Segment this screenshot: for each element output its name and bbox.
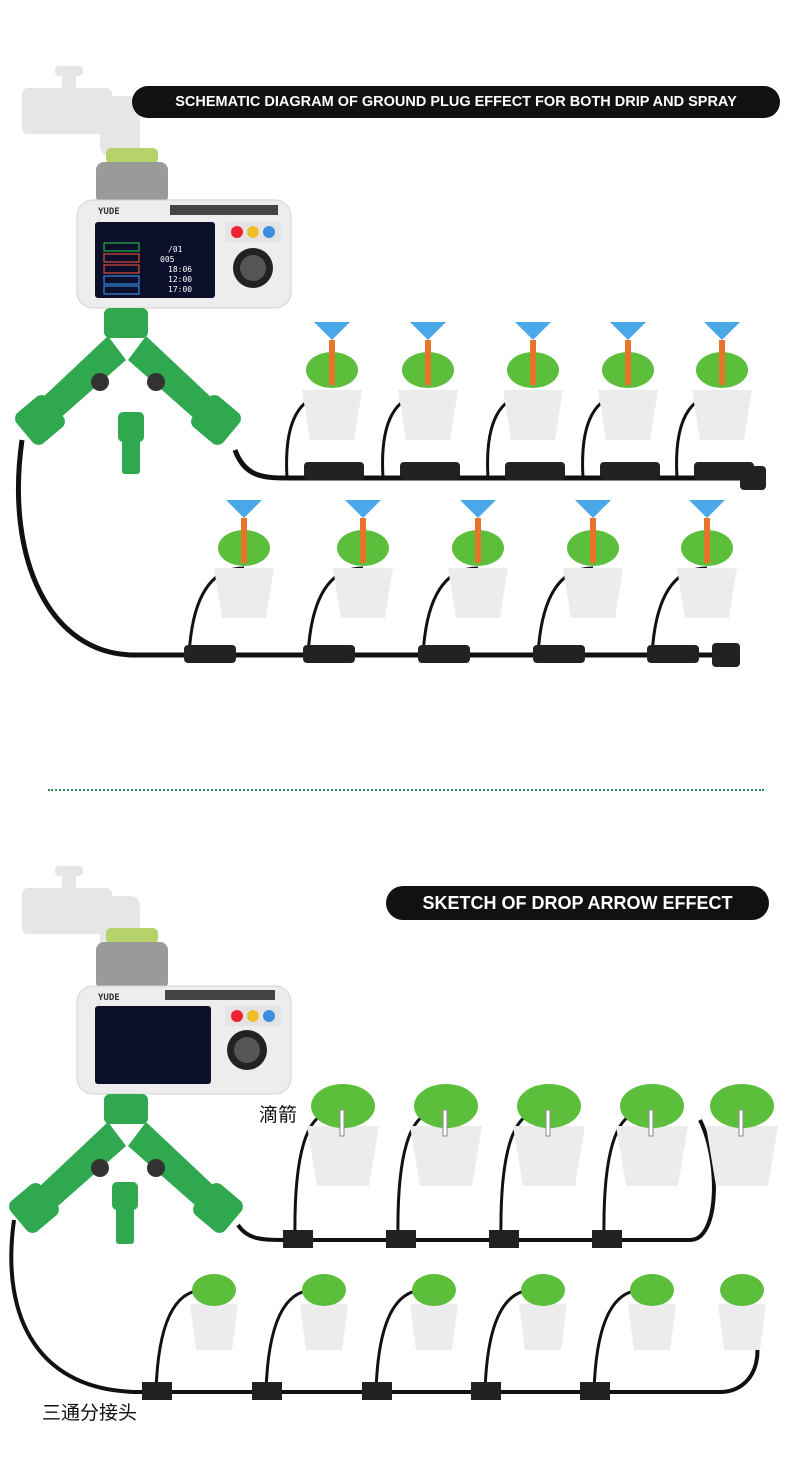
- diagram-title-drip: SKETCH OF DROP ARROW EFFECT: [386, 886, 769, 920]
- spray-drip-illustration: YUDE /01 005 18:06 12:00 17:00: [15, 66, 766, 667]
- drip-arrow-label: 滴箭: [259, 1104, 298, 1126]
- diagram-title-spray: SCHEMATIC DIAGRAM OF GROUND PLUG EFFECT …: [132, 86, 780, 118]
- screen-value-3: 18:06: [168, 265, 192, 274]
- timer-device: YUDE: [9, 928, 292, 1244]
- spray-drip-diagram: YUDE /01 005 18:06 12:00 17:00: [15, 66, 780, 667]
- upper-row-plants: [285, 322, 766, 490]
- hose-main-upper: [232, 449, 740, 481]
- lower-row-plants: [184, 500, 740, 667]
- tee-connector-label: 三通分接头: [42, 1402, 138, 1424]
- hose-main-lower: [9, 1219, 760, 1394]
- brand-logo: YUDE: [98, 207, 120, 217]
- screen-value-5: 17:00: [168, 285, 192, 294]
- faucet-icon: [22, 66, 140, 156]
- screen-value-1: /01: [168, 245, 183, 254]
- brand-logo: YUDE: [98, 993, 120, 1003]
- screen-lines: [103, 242, 140, 295]
- drip-arrow-illustration: YUDE: [9, 866, 778, 1400]
- lcd-screen: [95, 222, 215, 298]
- hose-main-lower: [16, 439, 735, 658]
- timer-device: YUDE /01 005 18:06 12:00 17:00: [15, 148, 292, 474]
- screen-value-4: 12:00: [168, 275, 192, 284]
- lcd-screen: [95, 1006, 211, 1084]
- lower-drip-plants: [142, 1274, 766, 1400]
- upper-drip-plants: [283, 1084, 778, 1248]
- screen-value-2: 005: [160, 255, 175, 264]
- section-divider: [48, 789, 764, 791]
- drip-arrow-diagram: YUDE: [0, 820, 790, 1464]
